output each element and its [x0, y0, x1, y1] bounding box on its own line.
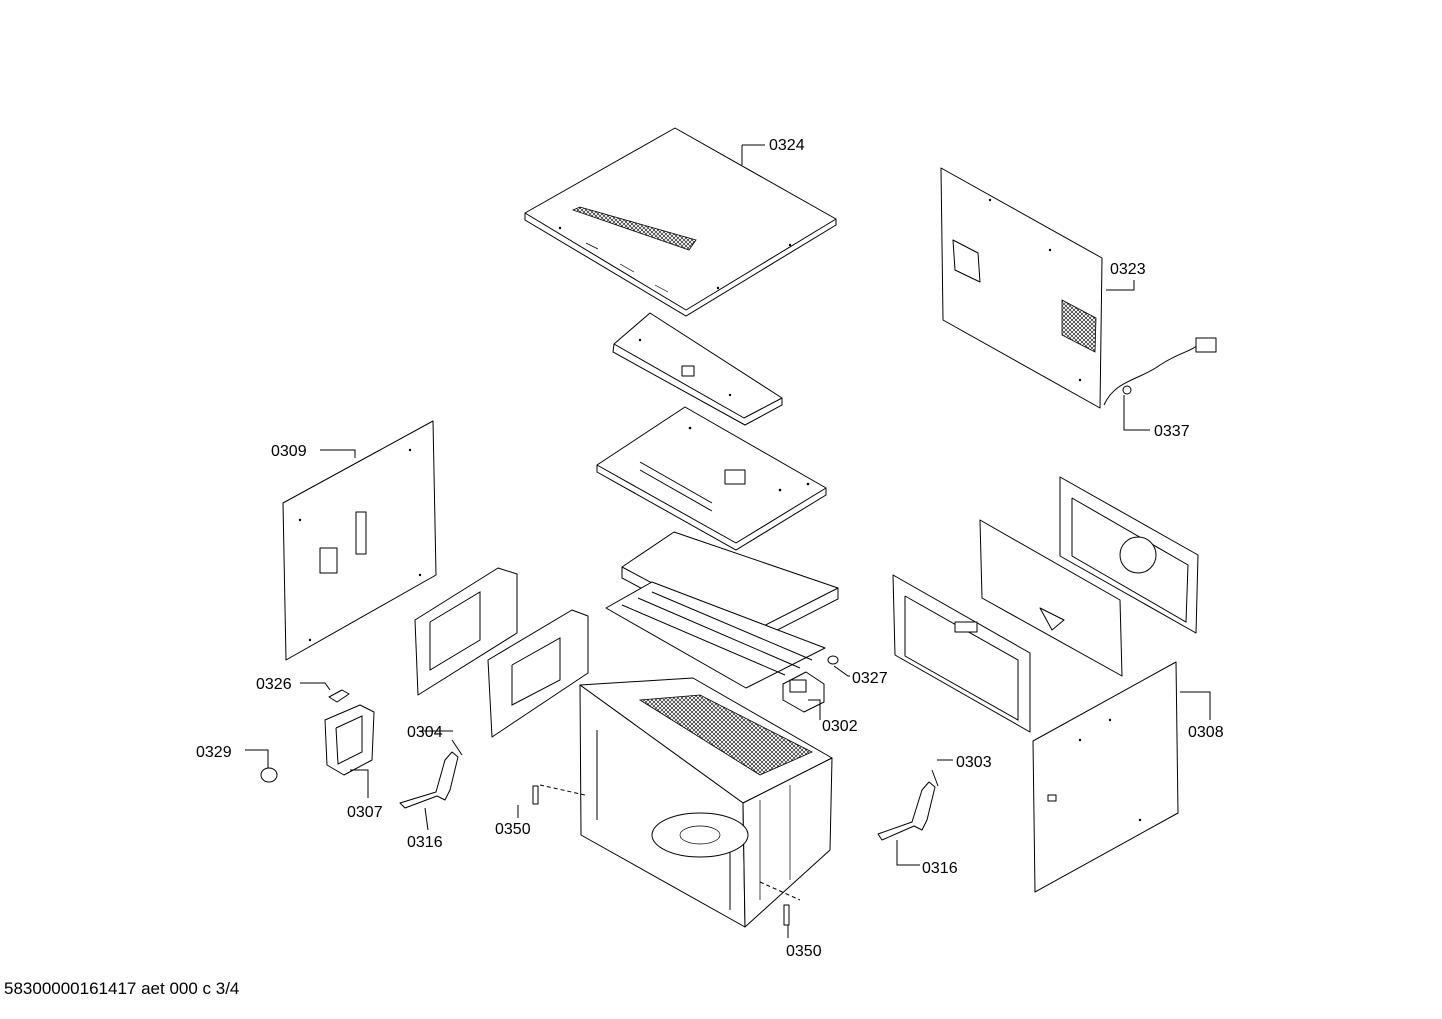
part-label-0327: 0327 — [852, 670, 888, 687]
upper-panel-part — [596, 406, 827, 551]
part-label-0329: 0329 — [196, 744, 232, 761]
part-label-0326: 0326 — [256, 676, 292, 693]
part-label-0350-bottom: 0350 — [786, 943, 822, 960]
heater-tray-part — [605, 581, 826, 689]
part-label-0304: 0304 — [407, 724, 443, 741]
middle-door-panel-part — [979, 519, 1123, 677]
fan-bracket-part — [612, 312, 783, 426]
document-id-caption: 58300000161417 aet 000 c 3/4 — [4, 979, 240, 998]
left-side-panel-part — [282, 420, 437, 661]
leader-lines — [245, 144, 1211, 938]
small-bracket-part — [328, 689, 350, 703]
part-label-0350-left: 0350 — [495, 821, 531, 838]
left-frame-bracket-part — [414, 567, 518, 696]
small-connector-part — [827, 655, 839, 665]
part-label-0316-left: 0316 — [407, 834, 443, 851]
part-label-0324: 0324 — [769, 137, 805, 154]
oven-cavity-part — [579, 677, 833, 928]
magnetron-part — [782, 671, 825, 713]
clip-left-guide — [539, 784, 586, 796]
part-label-0307: 0307 — [347, 804, 383, 821]
part-label-0309: 0309 — [271, 443, 307, 460]
left-hinge-part — [399, 739, 463, 809]
clip-bottom-guide — [759, 881, 801, 901]
part-label-0308: 0308 — [1188, 724, 1224, 741]
part-label-0337: 0337 — [1154, 423, 1190, 440]
rear-door-frame-part — [1059, 476, 1199, 634]
clip-bottom-part — [783, 904, 790, 926]
part-label-0316-right: 0316 — [922, 860, 958, 877]
part-label-0303: 0303 — [956, 754, 992, 771]
mid-frame-bracket-part — [487, 609, 589, 738]
knob-part — [260, 767, 278, 783]
rear-panel-part — [940, 167, 1103, 409]
clip-left-part — [532, 785, 539, 805]
mount-bracket-part — [324, 704, 375, 776]
right-hinge-part — [877, 769, 939, 841]
top-cover-part — [524, 127, 837, 317]
part-label-0323: 0323 — [1110, 261, 1146, 278]
front-door-frame-part — [892, 574, 1031, 733]
power-cord-part — [1103, 337, 1217, 406]
part-label-0302: 0302 — [822, 718, 858, 735]
right-side-panel-part — [1032, 661, 1179, 893]
